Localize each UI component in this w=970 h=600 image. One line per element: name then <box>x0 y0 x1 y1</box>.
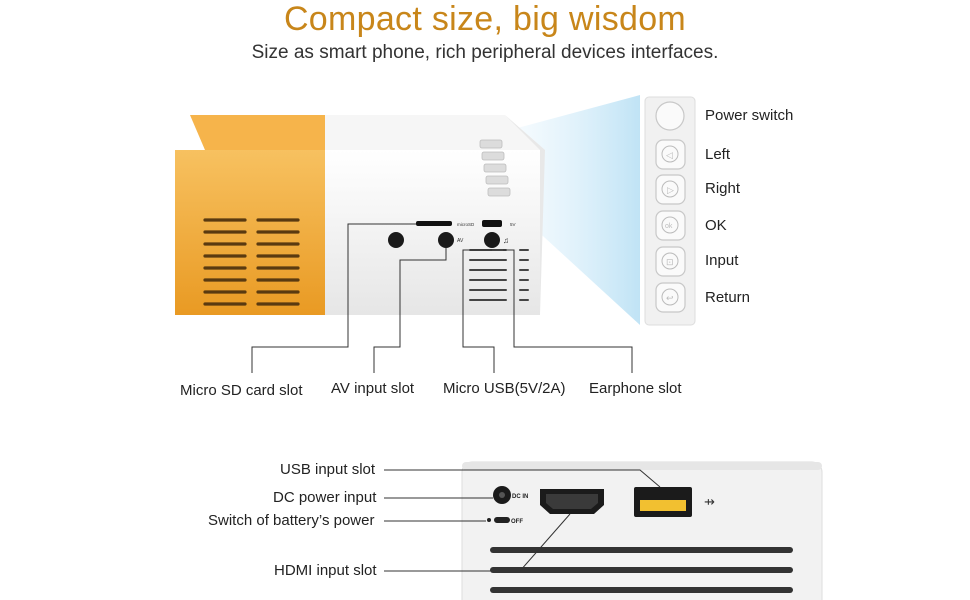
panel-buttons <box>655 101 686 313</box>
input-icon <box>661 252 679 270</box>
dc-in-print: DC IN <box>512 494 528 500</box>
power-led-port <box>388 232 404 248</box>
rear-device-body <box>461 461 823 600</box>
label-microsd-print: microSD <box>457 222 475 227</box>
label-power-switch: Power switch <box>705 107 794 124</box>
label-right: Right <box>705 180 741 197</box>
label-earphone: Earphone slot <box>589 380 682 397</box>
label-return: Return <box>705 289 751 306</box>
page-title: Compact size, big wisdom <box>283 0 687 38</box>
left-arrow-icon <box>661 145 679 163</box>
label-av-print: AV <box>457 238 464 244</box>
label-left: Left <box>705 146 731 163</box>
callout-lines-bottom <box>384 469 661 572</box>
svg-text:↩: ↩ <box>666 293 674 303</box>
label-usb-input: USB input slot <box>280 461 376 478</box>
front-vents <box>203 218 300 306</box>
body-top-buttons <box>479 139 511 197</box>
microusb-port <box>482 220 502 227</box>
rear-vents <box>490 547 793 593</box>
label-hdmi-input: HDMI input slot <box>274 562 377 579</box>
microsd-slot <box>416 221 452 226</box>
svg-text:◁: ◁ <box>666 150 673 160</box>
ok-icon <box>661 216 679 234</box>
label-microusb: Micro USB(5V/2A) <box>443 380 566 397</box>
usb-icon: ⇸ <box>704 494 715 509</box>
return-icon <box>661 288 679 306</box>
label-battery-switch: Switch of battery’s power <box>208 512 375 529</box>
svg-text:ok: ok <box>665 223 673 230</box>
right-arrow-icon <box>661 180 679 198</box>
label-microsd-slot: Micro SD card slot <box>180 382 303 399</box>
projector-side-white <box>325 150 540 315</box>
label-ok: OK <box>705 217 727 234</box>
projector-top-orange <box>190 115 325 150</box>
page-subtitle: Size as smart phone, rich peripheral dev… <box>251 42 719 63</box>
earphone-icon: ♫ <box>503 236 509 245</box>
label-5v-print: 5V <box>510 222 516 227</box>
earphone-port <box>484 232 500 248</box>
av-port <box>438 232 454 248</box>
off-print: OFF <box>511 519 523 525</box>
battery-switch <box>494 517 510 523</box>
callout-lines-top <box>251 223 633 373</box>
label-av-input: AV input slot <box>331 380 415 397</box>
label-input: Input <box>705 252 739 269</box>
label-dc-power: DC power input <box>273 489 377 506</box>
svg-text:⊡: ⊡ <box>666 257 674 267</box>
svg-text:▷: ▷ <box>667 185 674 195</box>
projector-front-orange <box>175 150 325 315</box>
